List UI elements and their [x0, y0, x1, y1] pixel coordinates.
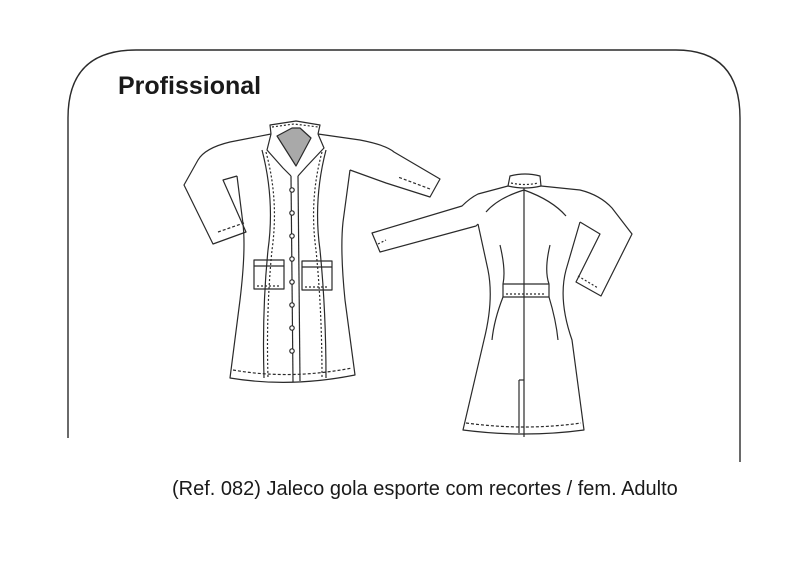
back-belt — [502, 283, 550, 298]
button-column — [289, 187, 295, 354]
section-title: Profissional — [118, 72, 262, 100]
front-body — [229, 169, 356, 383]
back-right-sleeve — [540, 185, 633, 297]
left-sleeve — [183, 133, 272, 245]
collar — [269, 120, 321, 135]
princess-seam-left — [261, 149, 272, 379]
pocket-left — [253, 259, 285, 290]
product-caption: (Ref. 082) Jaleco gola esporte com recor… — [172, 478, 678, 500]
right-lapel — [297, 133, 325, 177]
collar-shade — [276, 127, 312, 167]
pocket-right — [301, 260, 333, 291]
back-left-sleeve — [371, 185, 509, 253]
left-lapel — [266, 133, 292, 177]
back-collar — [507, 173, 542, 189]
princess-seam-right — [316, 149, 327, 379]
right-sleeve — [317, 133, 441, 198]
